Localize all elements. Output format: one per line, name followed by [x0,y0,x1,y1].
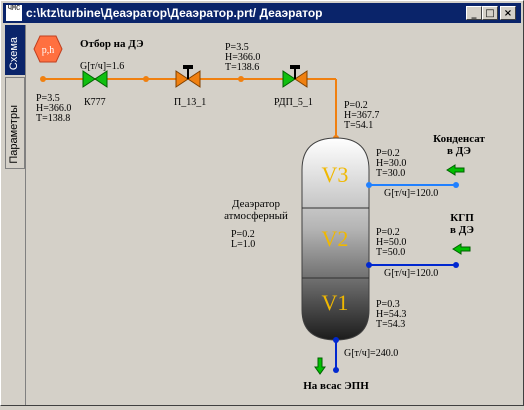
node-outlet[interactable] [333,367,339,373]
v1-param-h: H=54.3 [376,309,406,320]
mid-param-p: P=3.5 [225,42,249,53]
v3-param-p: P=0.2 [376,148,400,159]
valve-p13[interactable] [175,65,201,88]
zone-v2-label: V2 [322,226,349,251]
source-param-h: H=366.0 [36,103,71,114]
node-condensate-source[interactable] [453,182,459,188]
outlet-title: На всас ЭПН [303,380,369,392]
steam-line [43,78,337,138]
source-title: Отбор на ДЭ [80,38,144,50]
tank-in-param-h: H=367.7 [344,110,379,121]
node-tank-out[interactable] [333,337,339,343]
schema-diagram: p,h Отбор на ДЭ P=3.5 H=366.0 T=138.8 G[… [33,35,485,392]
v2-param-h: H=50.0 [376,237,406,248]
v2-param-p: P=0.2 [376,227,400,238]
deaerator-param-l: L=1.0 [231,239,255,250]
source-param-p: P=3.5 [36,93,60,104]
v2-param-t: T=50.0 [376,247,405,258]
node-condensate-in[interactable] [366,182,372,188]
v1-param-p: P=0.3 [376,299,400,310]
kgp-title-2: в ДЭ [450,224,474,236]
deaerator-param-p: P=0.2 [231,229,255,240]
outlet-flow-label: G[т/ч]=240.0 [344,348,398,359]
node-source[interactable] [40,76,46,82]
side-tabs: Схема Параметры [3,25,25,405]
valve-k777[interactable] [82,70,108,88]
tank-in-param-t: T=54.1 [344,120,373,131]
tab-schema-label: Схема [8,36,20,70]
v3-param-h: H=30.0 [376,158,406,169]
source-param-t: T=138.8 [36,113,70,124]
outlet-arrow-icon [314,357,326,375]
schema-canvas: p,h Отбор на ДЭ P=3.5 H=366.0 T=138.8 G[… [25,25,522,405]
zone-v1-label: V1 [322,290,349,315]
deaerator-title-2: атмосферный [224,210,288,222]
tab-parameters[interactable]: Параметры [5,77,25,169]
minimize-button[interactable]: _ [466,6,482,20]
valve-p13-label: П_13_1 [174,97,206,108]
tank-in-param-p: P=0.2 [344,100,368,111]
valve-rdp-label: РДП_5_1 [274,97,313,108]
condensate-title-2: в ДЭ [447,145,471,157]
kgp-flow-label: G[т/ч]=120.0 [384,268,438,279]
valve-rdp[interactable] [282,65,308,88]
kgp-title-1: КГП [450,212,474,224]
node-kgp-source[interactable] [453,262,459,268]
inlet-flow-label: G[т/ч]=1.6 [80,61,124,72]
zone-v3-label: V3 [322,162,349,187]
deaerator-tank[interactable] [301,137,370,341]
source-hexagon[interactable] [33,35,63,63]
close-button[interactable]: × [500,6,516,20]
maximize-button[interactable]: □ [482,6,498,20]
node-p13-out[interactable] [238,76,244,82]
tab-schema[interactable]: Схема [5,25,25,75]
kgp-arrow-icon [452,243,471,255]
v1-param-t: T=54.3 [376,319,405,330]
v3-param-t: T=30.0 [376,168,405,179]
node-k777-out[interactable] [143,76,149,82]
mid-param-t: T=138.6 [225,62,259,73]
valve-k777-label: К777 [84,97,106,108]
condensate-arrow-icon [446,164,465,176]
tab-parameters-label: Параметры [8,105,20,164]
source-badge-text: p,h [42,45,55,56]
window-title: c:\ktz\turbine\Деаэратор\Деаэратор.prt/ … [26,6,323,20]
deaerator-title-1: Деаэратор [232,198,281,210]
mid-param-h: H=366.0 [225,52,260,63]
condensate-title-1: Конденсат [433,133,485,145]
condensate-flow-label: G[т/ч]=120.0 [384,188,438,199]
title-bar[interactable]: ЧМС c:\ktz\turbine\Деаэратор\Деаэратор.p… [3,3,521,23]
node-kgp-in[interactable] [366,262,372,268]
app-icon: ЧМС [6,5,22,21]
